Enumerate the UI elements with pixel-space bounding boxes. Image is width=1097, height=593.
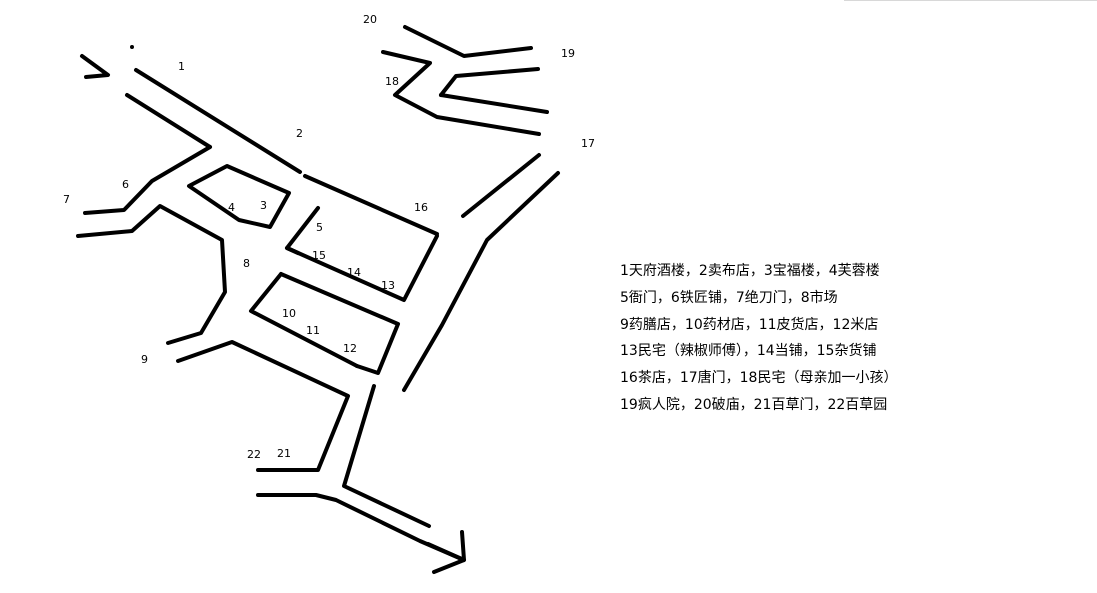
location-label-12: 12 xyxy=(343,342,357,355)
road-east-lower xyxy=(402,171,560,392)
road-south-right xyxy=(256,493,466,574)
legend-line: 5衙门，6铁匠铺，7绝刀门，8市场 xyxy=(620,289,838,306)
block-10-12 xyxy=(249,272,359,368)
legend-line: 9药膳店，10药材店，11皮货店，12米店 xyxy=(620,316,879,333)
road-west-upper xyxy=(83,145,212,215)
location-label-2: 2 xyxy=(296,127,303,140)
road-north-b xyxy=(381,50,541,136)
location-label-15: 15 xyxy=(312,249,326,262)
road-south-left xyxy=(176,340,350,472)
location-label-5: 5 xyxy=(316,221,323,234)
road-east-upper xyxy=(461,153,541,218)
location-label-20: 20 xyxy=(363,13,377,26)
road-north-a xyxy=(403,25,533,58)
location-label-18: 18 xyxy=(385,75,399,88)
exit-arrow xyxy=(426,530,466,562)
location-legend: 1天府酒楼，2卖布店，3宝福楼，4芙蓉楼 5衙门，6铁匠铺，7绝刀门，8市场 9… xyxy=(620,258,950,419)
location-label-14: 14 xyxy=(347,266,361,279)
block-3-4 xyxy=(187,164,291,229)
road-north-d xyxy=(439,93,549,114)
road-main-lower xyxy=(125,93,212,149)
block-13-15-top xyxy=(285,206,320,255)
location-label-13: 13 xyxy=(381,279,395,292)
road-south-inner xyxy=(342,384,431,528)
road-west-lower xyxy=(76,204,227,345)
road-north-c xyxy=(439,67,540,97)
location-label-11: 11 xyxy=(306,324,320,337)
location-label-9: 9 xyxy=(141,353,148,366)
location-label-22: 22 xyxy=(247,448,261,461)
top-divider xyxy=(844,0,1097,1)
legend-line: 1天府酒楼，2卖布店，3宝福楼，4芙蓉楼 xyxy=(620,263,880,279)
location-label-8: 8 xyxy=(243,257,250,270)
location-label-21: 21 xyxy=(277,447,291,460)
location-label-6: 6 xyxy=(122,178,129,191)
location-labels: 1 2 3 4 5 6 7 8 9 10 11 12 13 14 15 16 1… xyxy=(63,13,595,461)
legend-line: 19疯人院，20破庙，21百草门，22百草园 xyxy=(620,396,888,413)
entry-arrow xyxy=(80,54,110,79)
legend-line: 13民宅（辣椒师傅），14当铺，15杂货铺 xyxy=(620,343,877,360)
location-label-16: 16 xyxy=(414,201,428,214)
location-label-10: 10 xyxy=(282,307,296,320)
location-label-19: 19 xyxy=(561,47,575,60)
location-label-1: 1 xyxy=(178,60,185,73)
location-label-4: 4 xyxy=(228,201,235,214)
legend-line: 16茶店，17唐门，18民宅（母亲加一小孩） xyxy=(620,370,898,387)
map-dot xyxy=(130,45,134,49)
road-main-upper xyxy=(134,68,302,174)
location-label-17: 17 xyxy=(581,137,595,150)
road-upper-right xyxy=(303,174,439,236)
location-label-7: 7 xyxy=(63,193,70,206)
location-label-3: 3 xyxy=(260,199,267,212)
block-10-12-right xyxy=(279,272,400,375)
block-13-15 xyxy=(285,234,439,302)
